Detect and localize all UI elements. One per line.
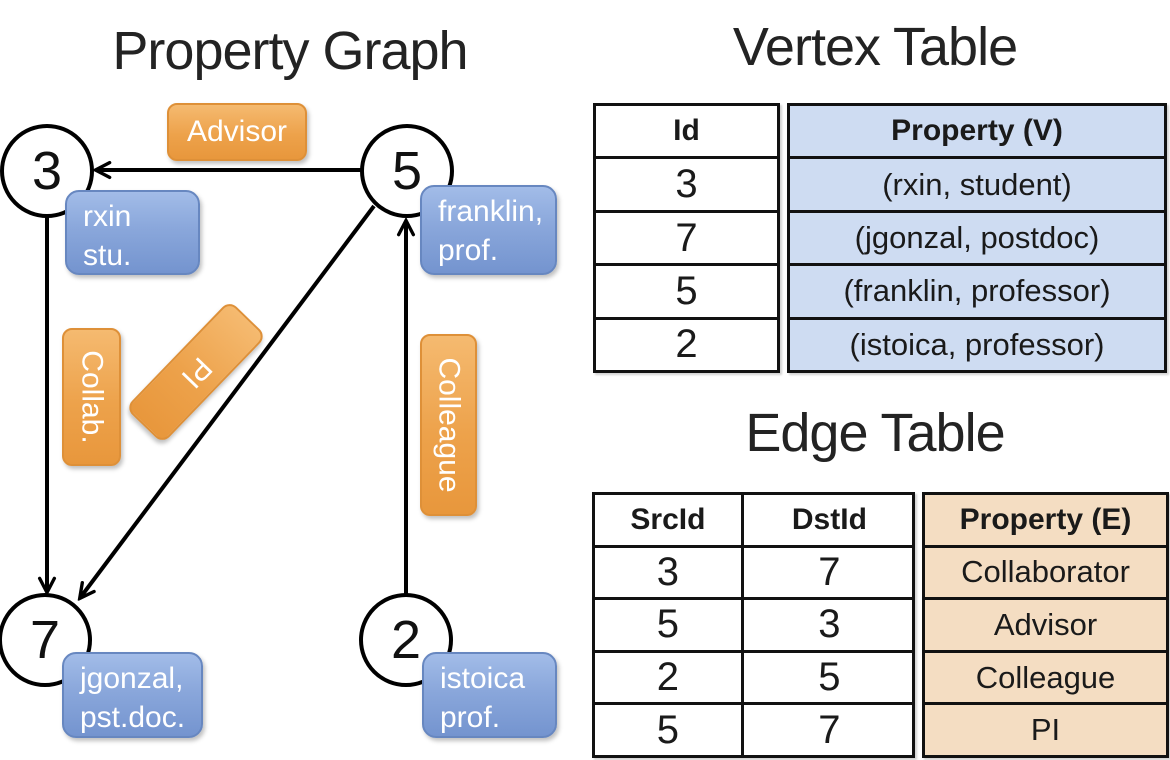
edge-table-srcid-cell: 5 bbox=[595, 600, 744, 650]
vertex-property-line: rxin bbox=[83, 200, 132, 233]
edge-label-pi-text: PI bbox=[174, 350, 219, 395]
edge-label-collab: Collab. bbox=[62, 328, 121, 466]
edge-table-property-column: Property (E) Collaborator Advisor Collea… bbox=[922, 492, 1169, 758]
property-graph-title: Property Graph bbox=[112, 21, 468, 81]
edge-table-title: Edge Table bbox=[745, 403, 1005, 463]
vertex-property-line: prof. bbox=[440, 701, 501, 734]
edge-table-srcid-cell: 2 bbox=[595, 652, 744, 703]
edge-table-row: 2 5 bbox=[595, 652, 912, 706]
edge-table-property-cell: Collaborator bbox=[925, 548, 1166, 601]
vertex-table-id-cell: 7 bbox=[596, 213, 777, 267]
vertex-property-line: stu. bbox=[83, 239, 132, 272]
vertex-table-property-cell: (istoica, professor) bbox=[849, 326, 1105, 362]
edge-table-id-columns: SrcId DstId 3 7 5 3 2 5 5 7 bbox=[592, 492, 915, 758]
vertex-table-id-cell: 5 bbox=[596, 266, 777, 320]
edge-label-advisor-text: Advisor bbox=[186, 115, 288, 148]
vertex-property-box-5: franklin, prof. bbox=[420, 185, 557, 275]
vertex-table-property-cell: (rxin, student) bbox=[790, 159, 1164, 213]
edge-table-property-header: Property (E) bbox=[925, 495, 1166, 548]
edge-table-row: 3 7 bbox=[595, 547, 912, 601]
vertex-property-line: istoica bbox=[440, 662, 526, 695]
vertex-property-box-2: istoica prof. bbox=[422, 652, 557, 738]
vertex-table-property-header: Property (V) bbox=[790, 106, 1164, 160]
vertex-table-property-cell: (franklin, professor) bbox=[790, 266, 1164, 320]
edge-table-dstid-cell: 3 bbox=[818, 602, 841, 647]
graph-canvas bbox=[0, 124, 454, 687]
edge-table-srcid-cell: 5 bbox=[595, 705, 744, 755]
edge-table-dstid-cell: 5 bbox=[818, 655, 841, 700]
vertex-id-3: 3 bbox=[31, 141, 63, 201]
vertex-id-7: 7 bbox=[29, 610, 61, 670]
vertex-property-line: franklin, bbox=[438, 195, 544, 228]
vertex-property-line: prof. bbox=[438, 234, 499, 267]
edge-table-property-cell: Colleague bbox=[925, 653, 1166, 706]
vertex-table-title: Vertex Table bbox=[732, 17, 1018, 77]
edge-table-dstid-header: DstId bbox=[791, 502, 867, 536]
edge-table-row: 5 7 bbox=[595, 705, 912, 755]
edge-table-dstid-cell: 7 bbox=[818, 549, 841, 594]
vertex-table-id-cell: 2 bbox=[675, 322, 698, 367]
vertex-table-id-cell: 3 bbox=[596, 159, 777, 213]
edge-table-row: 5 3 bbox=[595, 600, 912, 653]
edge-arrow-5-to-7 bbox=[80, 204, 376, 598]
vertex-table-id-column: Id 3 7 5 2 bbox=[593, 103, 780, 373]
edge-table-property-cell: PI bbox=[1030, 712, 1061, 748]
edge-label-colleague-text: Colleague bbox=[432, 357, 466, 493]
edge-label-collab-text: Collab. bbox=[75, 350, 109, 444]
vertex-table-property-column: Property (V) (rxin, student) (jgonzal, p… bbox=[787, 103, 1167, 373]
vertex-property-box-7: jgonzal, pst.doc. bbox=[62, 652, 203, 738]
edge-label-advisor: Advisor bbox=[167, 103, 307, 161]
vertex-table-property-cell: (jgonzal, postdoc) bbox=[790, 213, 1164, 267]
edge-table-header-row: SrcId DstId bbox=[595, 495, 912, 548]
vertex-property-line: pst.doc. bbox=[80, 701, 186, 734]
vertex-id-5: 5 bbox=[391, 141, 423, 201]
edge-table-srcid-header: SrcId bbox=[595, 495, 744, 545]
edge-table-srcid-cell: 3 bbox=[595, 547, 744, 598]
vertex-table-id-header: Id bbox=[596, 106, 777, 160]
edge-table-dstid-cell: 7 bbox=[818, 707, 841, 752]
edge-table-property-cell: Advisor bbox=[925, 600, 1166, 653]
vertex-id-2: 2 bbox=[390, 610, 422, 670]
edge-label-colleague: Colleague bbox=[420, 334, 477, 516]
vertex-property-box-3: rxin stu. bbox=[65, 190, 200, 275]
vertex-property-line: jgonzal, bbox=[80, 662, 184, 695]
